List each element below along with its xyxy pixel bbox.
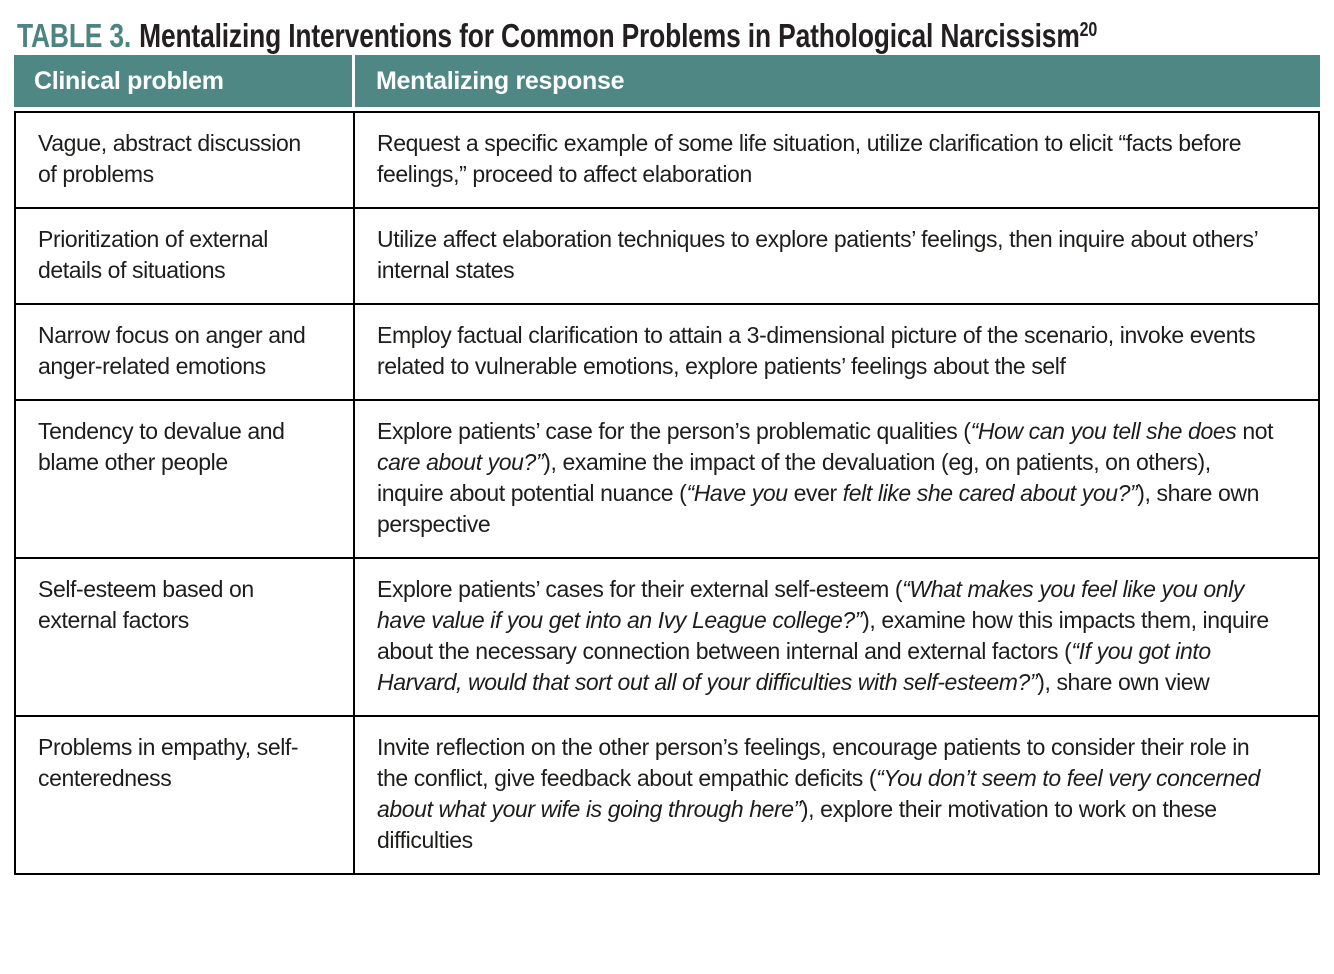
response-quoted-example: “If you got into Harvard, would that sor… <box>377 638 1211 695</box>
table-title: TABLE 3.Mentalizing Interventions for Co… <box>0 0 1334 54</box>
mentalizing-response-cell: Employ factual clarification to attain a… <box>355 305 1318 399</box>
response-text: Explore patients’ cases for their extern… <box>377 576 903 602</box>
table-title-text: Mentalizing Interventions for Common Pro… <box>139 17 1080 54</box>
clinical-problem-cell: Prioritization of external details of si… <box>16 209 355 303</box>
mentalizing-response-cell: Invite reflection on the other person’s … <box>355 717 1318 873</box>
response-text: ), share own view <box>1037 669 1210 695</box>
response-text: Request a specific example of some life … <box>377 130 1242 187</box>
response-quoted-example: “You don’t seem to feel very concerned a… <box>377 765 1260 822</box>
table-row: Self-esteem based on external factors Exp… <box>16 559 1318 717</box>
response-text: ), share own perspective <box>377 480 1260 537</box>
mentalizing-response-cell: Explore patients’ cases for their extern… <box>355 559 1318 715</box>
clinical-problem-cell: Tendency to devalue and blame other peop… <box>16 401 355 557</box>
table-row: Tendency to devalue and blame other peop… <box>16 401 1318 559</box>
response-text: ever <box>793 480 838 506</box>
table-row: Narrow focus on anger and anger-related … <box>16 305 1318 401</box>
mentalizing-response-cell: Utilize affect elaboration techniques to… <box>355 209 1318 303</box>
clinical-problem-cell: Vague, abstract discussion of problems <box>16 113 355 207</box>
clinical-problem-cell: Narrow focus on anger and anger-related … <box>16 305 355 399</box>
clinical-problem-cell: Self-esteem based on external factors <box>16 559 355 715</box>
table-title-citation-superscript: 20 <box>1079 19 1098 41</box>
response-text: Employ factual clarification to attain a… <box>377 322 1256 379</box>
response-quoted-example: “How can you tell she does <box>970 418 1243 444</box>
response-text: Explore patients’ case for the person’s … <box>377 418 971 444</box>
table-row: Prioritization of external details of si… <box>16 209 1318 305</box>
column-header-mentalizing-response: Mentalizing response <box>355 55 1320 107</box>
mentalizing-response-cell: Request a specific example of some life … <box>355 113 1318 207</box>
response-quoted-example: “Have you <box>686 480 794 506</box>
response-text: Utilize affect elaboration techniques to… <box>377 226 1258 283</box>
response-quoted-example: care about you?” <box>377 449 544 475</box>
table-header-row: Clinical problem Mentalizing response <box>14 55 1320 107</box>
response-text: ), explore their motivation to work on t… <box>377 796 1217 853</box>
table-row: Vague, abstract discussion of problems Re… <box>16 113 1318 209</box>
response-quoted-example: felt like she cared about you?” <box>836 480 1138 506</box>
response-text: ), examine the impact of the devaluation… <box>377 449 1211 506</box>
clinical-problem-cell: Problems in empathy, self-centeredness <box>16 717 355 873</box>
table-body: Vague, abstract discussion of problems Re… <box>14 111 1320 875</box>
table-title-label: TABLE 3. <box>17 17 132 54</box>
response-text: ), examine how this impacts them, inquir… <box>377 607 1269 664</box>
table-row: Problems in empathy, self-centeredness In… <box>16 717 1318 873</box>
mentalizing-interventions-table: Clinical problem Mentalizing response Va… <box>14 55 1320 875</box>
response-text: not <box>1242 418 1274 444</box>
table-title-inner: TABLE 3.Mentalizing Interventions for Co… <box>17 11 1097 55</box>
response-quoted-example: “What makes you feel like you only have … <box>377 576 1244 633</box>
response-text: Invite reflection on the other person’s … <box>377 734 1250 791</box>
mentalizing-response-cell: Explore patients’ case for the person’s … <box>355 401 1318 557</box>
column-header-clinical-problem: Clinical problem <box>14 55 355 107</box>
